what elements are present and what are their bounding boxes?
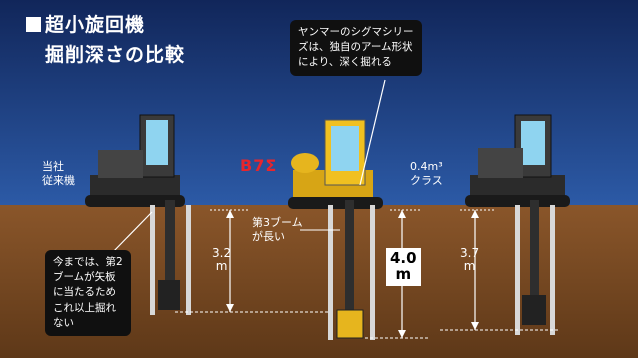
old-callout-pointer: [109, 211, 153, 256]
b7-sigma-label: B7Σ: [240, 156, 278, 175]
old-model-callout: 今までは、第2 ブームが矢板 に当たるため これ以上掘れ ない: [45, 250, 131, 337]
right-arm: [522, 200, 546, 325]
center-arm: [336, 200, 364, 339]
sigma-callout: ヤンマーのシグマシリー ズは、独自のアーム形状 により、深く掘れる: [290, 20, 422, 76]
center-sheet-pile-b: [370, 205, 375, 340]
left-arm: [158, 200, 180, 310]
right-machine-label: 0.4m³ クラス: [410, 160, 443, 187]
third-boom-label: 第3ブーム が長い: [252, 216, 303, 243]
center-sheet-pile-a: [328, 205, 333, 340]
page-subtitle: 掘削深さの比較: [45, 44, 186, 66]
title-square-icon: [26, 17, 41, 32]
right-sheet-pile-b: [550, 205, 555, 335]
left-sheet-pile-b: [186, 205, 191, 315]
right-excavator: [465, 114, 570, 207]
left-machine-label: 当社 従来機: [42, 160, 75, 187]
left-sheet-pile-a: [150, 205, 155, 315]
page-title: 超小旋回機: [26, 14, 145, 38]
sigma-callout-pointer: [359, 79, 386, 186]
right-sheet-pile-a: [515, 205, 520, 335]
title-line-1: 超小旋回機: [45, 14, 146, 36]
center-excavator: [288, 119, 383, 209]
left-excavator: [85, 114, 185, 207]
